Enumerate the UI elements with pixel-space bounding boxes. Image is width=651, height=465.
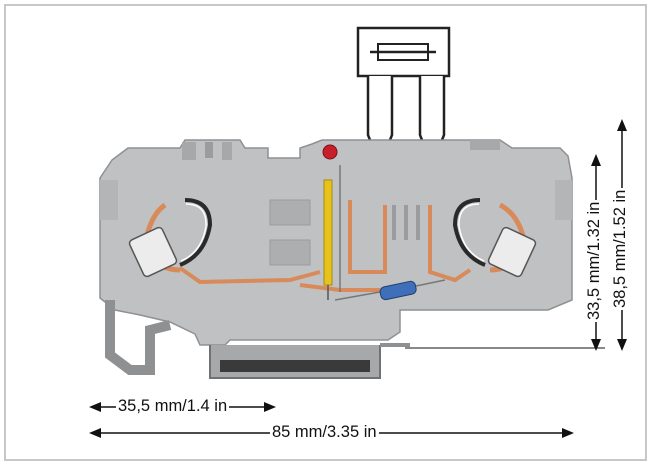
din-rail-foot-icon [105,300,410,379]
clamp-spring-icon [452,198,537,278]
fuse-holder [323,165,341,300]
resistor-icon [334,279,446,301]
clamp-spring-icon [128,198,213,278]
width-label-85: 85 mm/3.35 in [270,423,379,442]
height-label-33: 33,5 mm/1.32 in [585,199,604,322]
indicator-led [322,144,338,160]
housing [99,139,573,346]
width-label-35: 35,5 mm/1.4 in [116,397,230,416]
height-label-38: 38,5 mm/1.52 in [611,187,630,310]
